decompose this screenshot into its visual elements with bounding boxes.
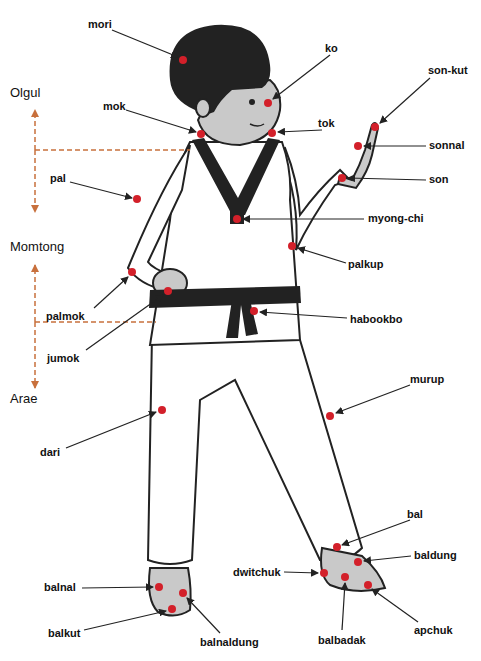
part-label: son-kut [428, 64, 468, 77]
part-label: baldung [414, 549, 457, 562]
zone-label: Olgul [10, 86, 40, 99]
part-label: habookbo [350, 313, 403, 326]
part-label: pal [50, 172, 66, 185]
zone-label: Momtong [10, 240, 64, 253]
part-label: balbadak [318, 634, 366, 647]
part-label: apchuk [414, 624, 453, 637]
part-label: jumok [47, 352, 79, 365]
part-label: ko [325, 42, 338, 55]
part-label: son [429, 173, 449, 186]
part-label: palmok [46, 310, 85, 323]
part-label: mori [88, 18, 112, 31]
part-label: palkup [348, 258, 383, 271]
part-label: sonnal [429, 139, 464, 152]
part-label: mok [103, 100, 126, 113]
part-label: tok [318, 117, 335, 130]
part-label: balkut [48, 627, 80, 640]
part-label: myong-chi [368, 212, 424, 225]
part-label: balnal [44, 581, 76, 594]
part-label: murup [410, 373, 444, 386]
part-label: balnaldung [200, 636, 259, 649]
part-label: dwitchuk [233, 566, 281, 579]
part-label: dari [40, 446, 60, 459]
zone-label: Arae [10, 392, 37, 405]
part-label: bal [407, 508, 423, 521]
